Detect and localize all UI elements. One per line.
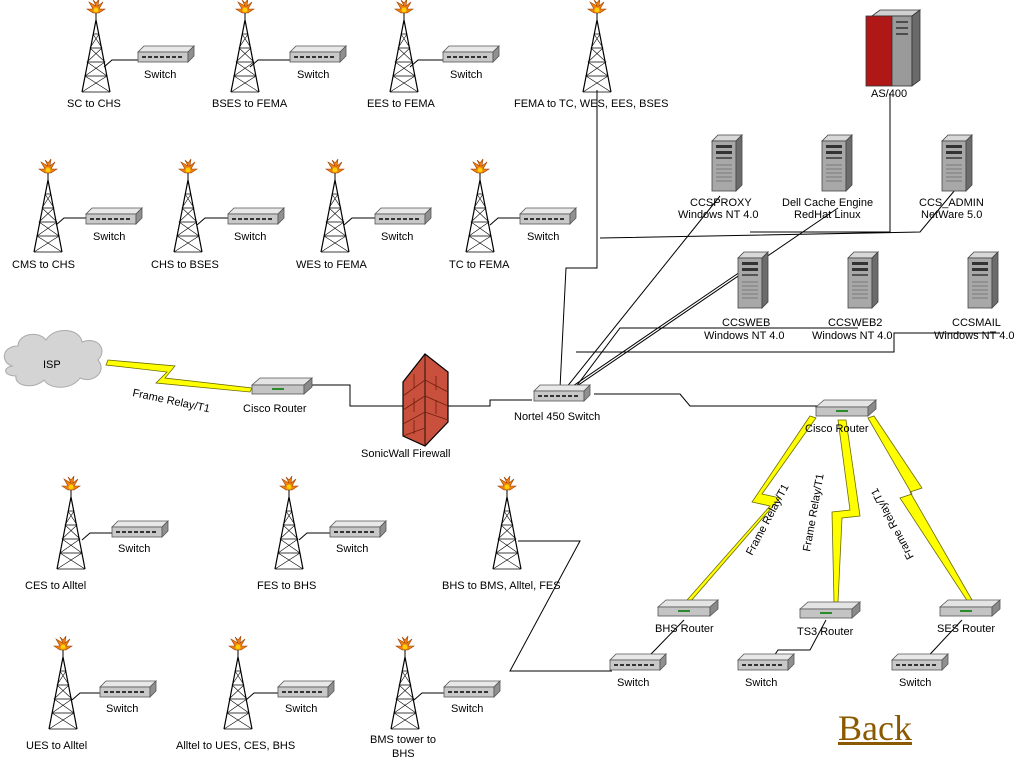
tower-label-fema-tc: FEMA to TC, WES, EES, BSES (514, 98, 668, 110)
as400-server-icon (865, 9, 922, 87)
switch-label: Switch (297, 69, 329, 81)
switch-label: Switch (381, 231, 413, 243)
server-label-ccsproxy-name: CCSPROXY (690, 197, 752, 209)
as400-label: AS/400 (871, 88, 907, 100)
ses-router-label: SES Router (937, 623, 995, 635)
isp-label: ISP (43, 359, 61, 371)
switch-label: Switch (336, 543, 368, 555)
ts3-router-label: TS3 Router (797, 626, 854, 638)
tower-label-sc-chs: SC to CHS (67, 98, 121, 110)
switch-label: Switch (106, 703, 138, 715)
server-label-ccsweb2-os: Windows NT 4.0 (812, 330, 893, 342)
switch-label: Switch (285, 703, 317, 715)
switch-label: Switch (144, 69, 176, 81)
tower-label-ues-alltel: UES to Alltel (26, 740, 87, 752)
tower-label-cms-chs: CMS to CHS (12, 259, 75, 271)
tower-label-alltel-ues: Alltel to UES, CES, BHS (176, 740, 295, 752)
cisco-router-right-label: Cisco Router (805, 423, 869, 435)
switch-label: Switch (450, 69, 482, 81)
switch-label: Switch (617, 677, 649, 689)
tower-label-ces-alltel: CES to Alltel (25, 580, 86, 592)
server-label-ccsmail-name: CCSMAIL (952, 317, 1001, 329)
bhs-router-label: BHS Router (655, 623, 714, 635)
switch-label: Switch (745, 677, 777, 689)
frame-relay-ts3-label: Frame Relay/T1 (801, 473, 827, 553)
tower-label-bms-bhs-line2: BHS (392, 748, 415, 760)
firewall-label: SonicWall Firewall (361, 448, 450, 460)
frame-relay-bhs-label: Frame Relay/T1 (744, 482, 792, 557)
switch-label: Switch (527, 231, 559, 243)
cisco-router-left-label: Cisco Router (243, 403, 307, 415)
server-label-ccsadmin-os: NetWare 5.0 (921, 209, 982, 221)
server-label-ccsweb2-name: CCSWEB2 (828, 317, 882, 329)
tower-label-chs-bses: CHS to BSES (151, 259, 219, 271)
tower-label-fes-bhs: FES to BHS (257, 580, 316, 592)
switch-label: Switch (234, 231, 266, 243)
tower-label-bses-fema: BSES to FEMA (212, 98, 288, 110)
switch-label: Switch (899, 677, 931, 689)
isp-cloud-icon (3, 330, 103, 388)
tower-label-tc-fema: TC to FEMA (449, 259, 510, 271)
frame-relay-left-label: Frame Relay/T1 (131, 387, 211, 415)
tower-label-wes-fema: WES to FEMA (296, 259, 368, 271)
server-label-ccsweb-os: Windows NT 4.0 (704, 330, 785, 342)
server-label-ccsproxy-os: Windows NT 4.0 (678, 209, 759, 221)
server-label-dellcache-name: Dell Cache Engine (782, 197, 873, 209)
switch-label: Switch (451, 703, 483, 715)
switch-label: Switch (93, 231, 125, 243)
server-label-ccsmail-os: Windows NT 4.0 (934, 330, 1015, 342)
tower-label-ees-fema: EES to FEMA (367, 98, 436, 110)
firewall-icon (402, 353, 449, 447)
tower-label-bhs-bms: BHS to BMS, Alltel, FES (442, 580, 561, 592)
back-link[interactable]: Back (838, 708, 912, 748)
server-label-ccsadmin-name: CCS_ADMIN (919, 197, 984, 209)
switch-label: Switch (118, 543, 150, 555)
nortel-switch-label: Nortel 450 Switch (514, 411, 600, 423)
tower-label-bms-bhs-line1: BMS tower to (370, 734, 436, 746)
server-label-dellcache-os: RedHat Linux (794, 209, 861, 221)
server-label-ccsweb-name: CCSWEB (722, 317, 770, 329)
